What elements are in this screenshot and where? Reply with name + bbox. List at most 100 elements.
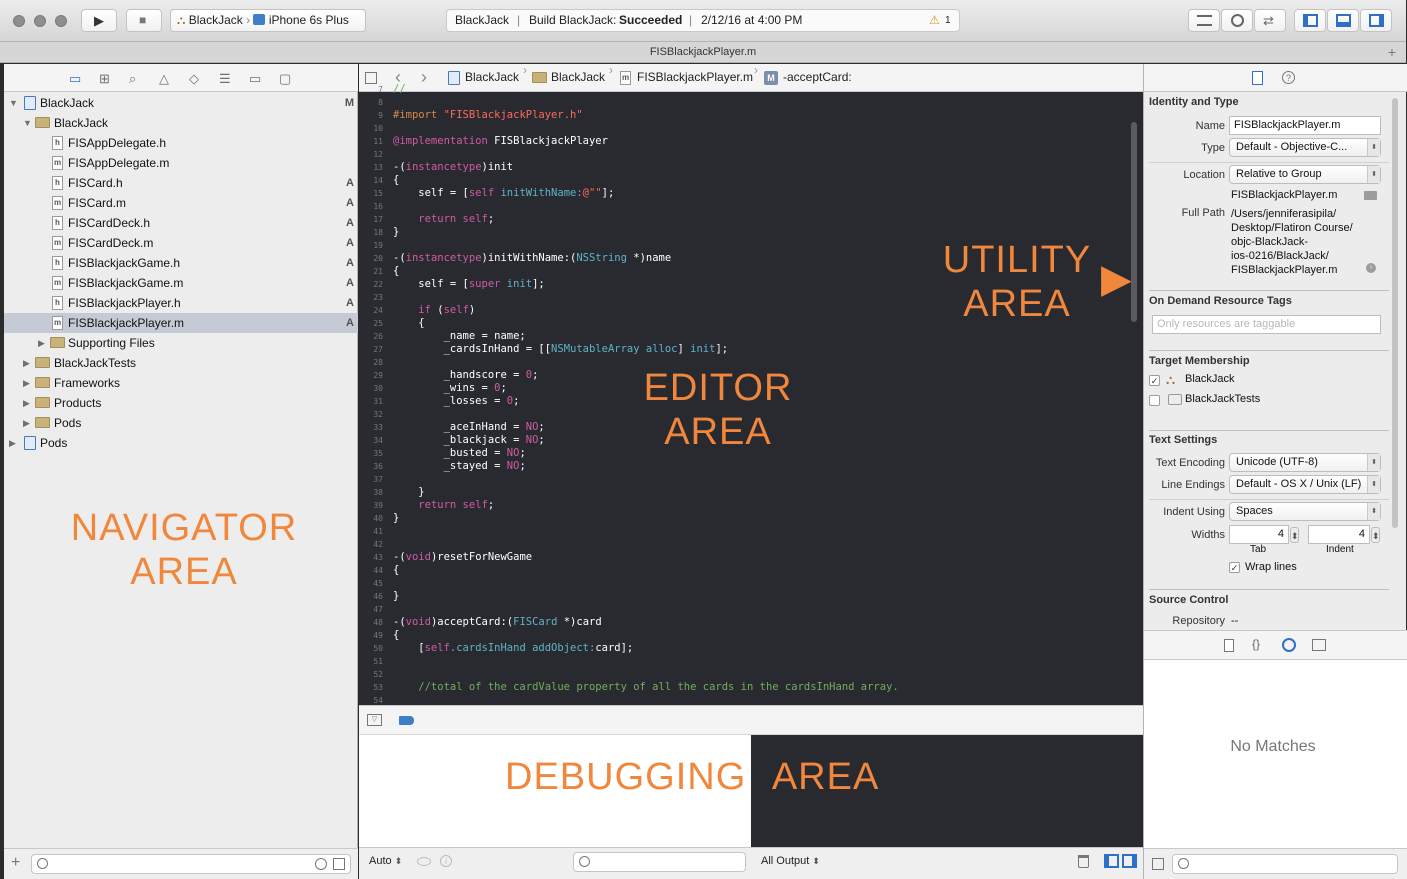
search-icon[interactable]: ⌕ xyxy=(129,71,137,86)
indent-width-input[interactable]: 4 xyxy=(1308,525,1370,544)
reveal-arrow-icon[interactable]: › xyxy=(1366,263,1376,273)
code-token: NO xyxy=(525,434,539,446)
chevron-right-icon[interactable]: › xyxy=(421,67,427,87)
tree-row-group[interactable]: ▶ Pods xyxy=(4,413,358,433)
toggle-debug-area-button[interactable] xyxy=(1327,9,1359,32)
jump-crumb[interactable]: FISBlackjackPlayer.m xyxy=(637,70,754,84)
disclosure-open-icon[interactable]: ▼ xyxy=(23,118,32,128)
disclosure-closed-icon[interactable]: ▶ xyxy=(38,338,45,348)
file-name-input[interactable]: FISBlackjackPlayer.m xyxy=(1229,116,1381,135)
related-items-icon[interactable] xyxy=(365,72,377,84)
wrap-lines-checkbox[interactable]: ✓ xyxy=(1229,562,1240,573)
tree-row-file[interactable]: h FISAppDelegate.h xyxy=(4,133,358,153)
navigator-filter-input[interactable] xyxy=(31,854,351,874)
folder-icon[interactable] xyxy=(1364,191,1377,200)
jump-crumb[interactable]: -acceptCard: xyxy=(783,70,852,84)
tree-row-file[interactable]: m FISBlackjackGame.m A xyxy=(4,273,358,293)
disclosure-closed-icon[interactable]: ▶ xyxy=(9,438,16,448)
code-snippet-icon[interactable]: {} xyxy=(1252,637,1261,651)
toggle-navigator-button[interactable] xyxy=(1294,9,1326,32)
file-inspector-icon[interactable] xyxy=(1252,71,1263,85)
recent-files-icon[interactable] xyxy=(315,858,327,870)
inspector-scrollbar[interactable] xyxy=(1392,98,1398,528)
code-token: )initWithName:( xyxy=(481,252,577,264)
help-icon[interactable]: ? xyxy=(1282,71,1295,84)
tree-row-file-selected[interactable]: m FISBlackjackPlayer.m A xyxy=(4,313,358,333)
media-library-icon[interactable] xyxy=(1312,639,1326,651)
library-filter-input[interactable] xyxy=(1172,854,1398,874)
indent-using-popup[interactable]: Spaces ⬍ xyxy=(1229,502,1381,521)
run-button[interactable]: ▶ xyxy=(81,9,117,32)
minimize-window-button[interactable] xyxy=(34,15,46,27)
tree-row-group[interactable]: ▶ Supporting Files xyxy=(4,333,358,353)
line-endings-popup[interactable]: Default - OS X / Unix (LF) ⬍ xyxy=(1229,475,1381,494)
disclosure-open-icon[interactable]: ▼ xyxy=(9,98,18,108)
trash-icon[interactable] xyxy=(1078,855,1089,868)
disclosure-closed-icon[interactable]: ▶ xyxy=(23,418,30,428)
tree-row-project[interactable]: ▶ Pods xyxy=(4,433,358,453)
test-icon[interactable]: ◇ xyxy=(189,71,199,86)
object-library-icon[interactable] xyxy=(1282,638,1296,652)
console-pane-toggle-icon[interactable] xyxy=(1122,854,1137,868)
tree-row-file[interactable]: m FISCardDeck.m A xyxy=(4,233,358,253)
tree-row-group[interactable]: ▶ Frameworks xyxy=(4,373,358,393)
tree-row-file[interactable]: m FISAppDelegate.m xyxy=(4,153,358,173)
variables-filter-input[interactable] xyxy=(573,852,746,872)
variables-scope-selector[interactable]: Auto ⬍ xyxy=(369,855,402,867)
toggle-utilities-button[interactable] xyxy=(1360,9,1392,32)
scm-filter-icon[interactable] xyxy=(333,858,345,870)
disclosure-closed-icon[interactable]: ▶ xyxy=(23,398,30,408)
folder-icon[interactable]: ▭ xyxy=(69,71,82,86)
console-view[interactable] xyxy=(751,735,1143,847)
issue-icon[interactable]: △ xyxy=(159,71,169,86)
odr-tags-input[interactable]: Only resources are taggable xyxy=(1152,315,1381,334)
tab-width-stepper[interactable]: ⬍ xyxy=(1290,527,1299,543)
tree-row-file[interactable]: h FISCardDeck.h A xyxy=(4,213,358,233)
zoom-window-button[interactable] xyxy=(55,15,67,27)
report-icon[interactable]: ▢ xyxy=(279,71,292,86)
tab-width-input[interactable]: 4 xyxy=(1229,525,1289,544)
tree-row-file[interactable]: h FISBlackjackGame.h A xyxy=(4,253,358,273)
hide-debug-area-icon[interactable]: ▽ xyxy=(367,714,382,726)
assistant-editor-button[interactable] xyxy=(1221,9,1253,32)
scheme-selector[interactable]: ⛬ BlackJack › iPhone 6s Plus xyxy=(170,9,366,32)
version-editor-button[interactable]: ⇄ xyxy=(1254,9,1286,32)
console-output-selector[interactable]: All Output ⬍ xyxy=(761,855,820,867)
target-tests-checkbox[interactable] xyxy=(1149,395,1160,406)
tree-row-file[interactable]: h FISBlackjackPlayer.h A xyxy=(4,293,358,313)
chevron-left-icon[interactable]: ‹ xyxy=(395,67,401,87)
location-popup[interactable]: Relative to Group ⬍ xyxy=(1229,165,1381,184)
symbol-navigator-icon[interactable]: ⊞ xyxy=(99,71,110,86)
text-encoding-popup[interactable]: Unicode (UTF-8) ⬍ xyxy=(1229,453,1381,472)
jump-crumb[interactable]: BlackJack xyxy=(465,70,520,84)
eye-icon[interactable] xyxy=(417,857,431,866)
tree-row-file[interactable]: m FISCard.m A xyxy=(4,193,358,213)
jump-crumb[interactable]: BlackJack xyxy=(551,70,606,84)
tree-row-group[interactable]: ▶ BlackJackTests xyxy=(4,353,358,373)
editor-scrollbar[interactable] xyxy=(1131,122,1137,322)
stop-button[interactable]: ■ xyxy=(126,9,162,32)
tab-active-file[interactable]: FISBlackjackPlayer.m xyxy=(649,46,757,58)
debug-icon[interactable]: ☰ xyxy=(219,71,231,86)
breakpoints-toggle-icon[interactable] xyxy=(399,716,414,725)
close-window-button[interactable] xyxy=(13,15,25,27)
variables-pane-toggle-icon[interactable] xyxy=(1104,854,1119,868)
disclosure-closed-icon[interactable]: ▶ xyxy=(23,378,30,388)
tree-row-file[interactable]: h FISCard.h A xyxy=(4,173,358,193)
tree-row-project[interactable]: ▼ BlackJack M xyxy=(4,93,358,113)
warning-icon[interactable]: ⚠ xyxy=(929,13,940,27)
file-template-icon[interactable] xyxy=(1224,639,1234,652)
plus-icon[interactable]: + xyxy=(1387,44,1396,60)
plus-icon[interactable]: + xyxy=(11,854,21,871)
target-blackjack-checkbox[interactable]: ✓ xyxy=(1149,375,1160,386)
standard-editor-button[interactable] xyxy=(1188,9,1220,32)
tree-row-group[interactable]: ▼ BlackJack xyxy=(4,113,358,133)
grid-view-icon[interactable] xyxy=(1152,858,1164,870)
info-icon[interactable]: i xyxy=(440,855,452,867)
breakpoint-icon[interactable]: ▭ xyxy=(249,71,262,86)
indent-width-stepper[interactable]: ⬍ xyxy=(1371,527,1380,543)
disclosure-closed-icon[interactable]: ▶ xyxy=(23,358,30,368)
tree-row-group[interactable]: ▶ Products xyxy=(4,393,358,413)
file-type-popup[interactable]: Default - Objective-C... ⬍ xyxy=(1229,138,1381,157)
